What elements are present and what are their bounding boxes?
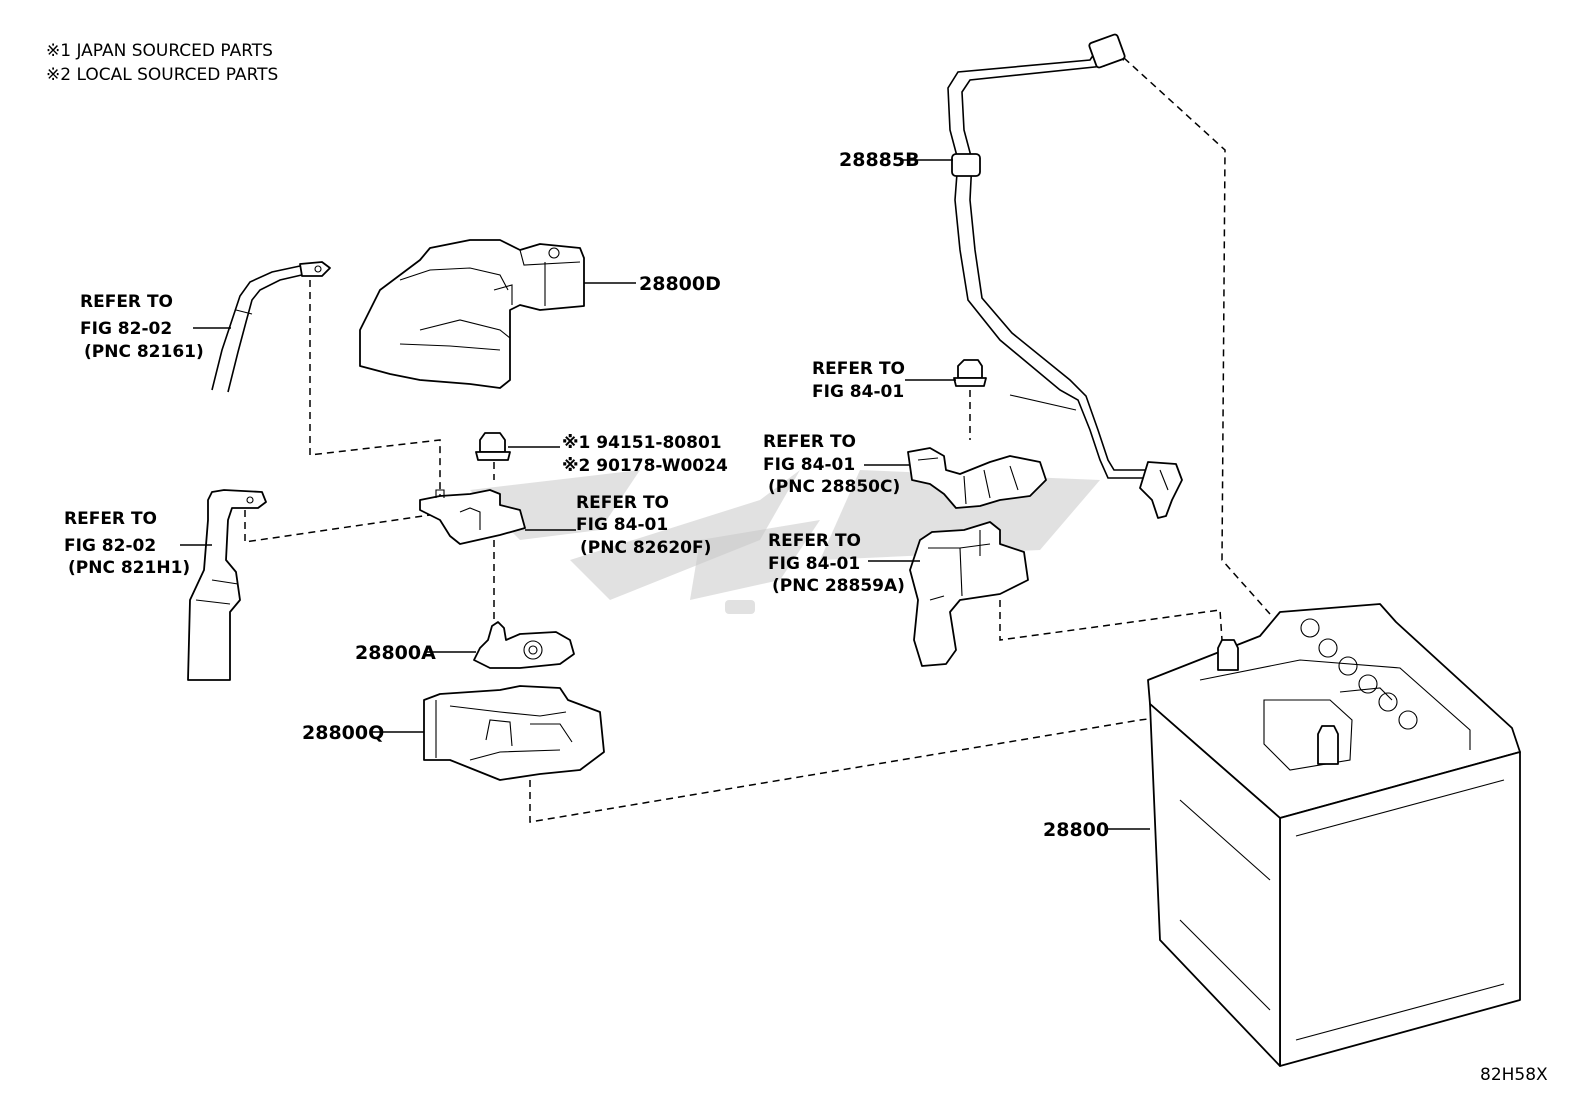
cable-ref-821H1 [187, 489, 267, 681]
bracket-ref-28859A [909, 521, 1029, 667]
ref-28859A-line2: FIG 84-01 [768, 554, 860, 574]
part-label-28800A: 28800A [355, 642, 436, 664]
terminal-cover-28800D [359, 239, 585, 389]
ref-28859A-line1: REFER TO [768, 531, 861, 551]
part-label-28800D: 28800D [639, 273, 721, 295]
ref-821H1-line1: REFER TO [64, 509, 157, 529]
ref-28859A-line3: (PNC 28859A) [772, 576, 905, 596]
figure-code: 82H58X [1480, 1065, 1548, 1085]
note-japan-sourced: ※1 JAPAN SOURCED PARTS [46, 41, 273, 61]
negative-cable-28885B [947, 33, 1183, 519]
terminal-ref-82620F [419, 489, 526, 545]
note-local-sourced: ※2 LOCAL SOURCED PARTS [46, 65, 278, 85]
ref-28850C-line1: REFER TO [763, 432, 856, 452]
terminal-ref-28850C [907, 447, 1047, 509]
battery-28800 [1147, 603, 1521, 1067]
nut-part-number-1: ※1 94151-80801 [562, 433, 722, 453]
part-label-28800Q: 28800Q [302, 722, 384, 744]
battery-clamp-28800A [473, 621, 575, 669]
ref-82161-line1: REFER TO [80, 292, 173, 312]
ref-28850C-line2: FIG 84-01 [763, 455, 855, 475]
nut-part-number-2: ※2 90178-W0024 [562, 456, 728, 476]
ref-nut-line1: REFER TO [812, 359, 905, 379]
part-label-28800: 28800 [1043, 819, 1109, 841]
ref-821H1-line2: FIG 82-02 [64, 536, 156, 556]
ref-82161-line2: FIG 82-02 [80, 319, 172, 339]
ref-82161-line3: (PNC 82161) [84, 342, 204, 362]
part-label-28885B: 28885B [839, 149, 920, 171]
ref-82620F-line3: (PNC 82620F) [580, 538, 711, 558]
cable-ref-82161 [211, 261, 331, 393]
ref-821H1-line3: (PNC 821H1) [68, 558, 190, 578]
battery-tray-28800Q [423, 685, 605, 781]
nut-94151-80801 [475, 432, 511, 461]
ref-82620F-line1: REFER TO [576, 493, 669, 513]
ref-82620F-line2: FIG 84-01 [576, 515, 668, 535]
ref-nut-line2: FIG 84-01 [812, 382, 904, 402]
ref-28850C-line3: (PNC 28850C) [768, 477, 900, 497]
nut-ref-84-01 [953, 359, 987, 387]
